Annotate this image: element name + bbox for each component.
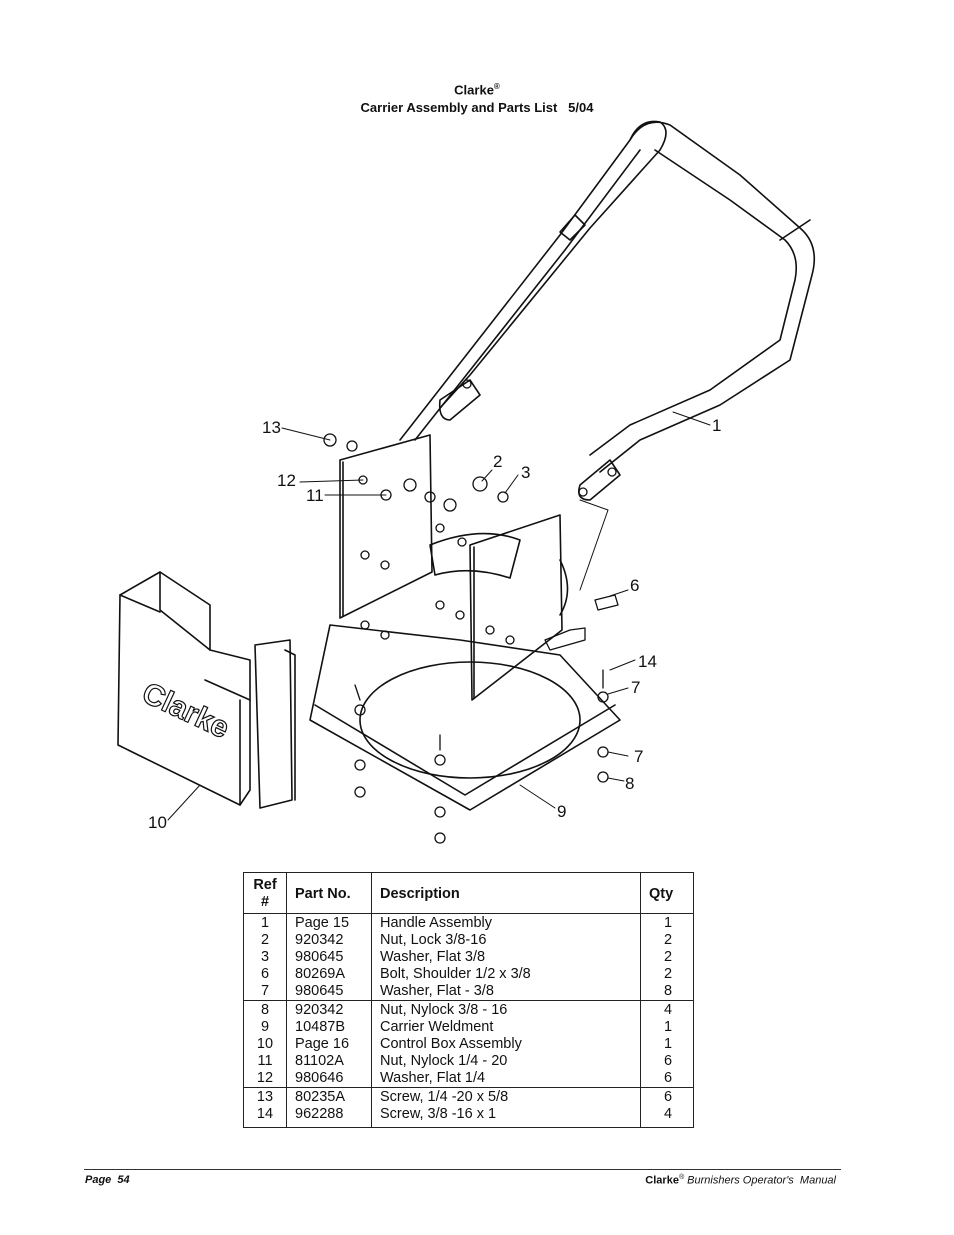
handle-assembly: [399, 120, 816, 501]
callout-6: 6: [630, 576, 640, 595]
callout-9: 9: [557, 802, 567, 821]
cell-ref: 6: [243, 966, 287, 983]
cell-qty: 2: [640, 966, 694, 983]
cell-ref: 10: [243, 1036, 287, 1053]
cell-qty: 4: [640, 1106, 694, 1128]
callout-3: 3: [521, 463, 531, 482]
page-title: Carrier Assembly and Parts List 5/04: [360, 100, 594, 116]
cell-description: Nut, Lock 3/8-16: [371, 932, 641, 949]
cell-ref: 7: [243, 983, 287, 1001]
left-side-plate: [339, 434, 433, 619]
right-side-plate: [469, 514, 563, 701]
col-header-desc: Description: [371, 872, 641, 914]
manual-title: Clarke® Burnishers Operator's Manual: [645, 1174, 836, 1187]
cell-qty: 4: [640, 1000, 694, 1019]
cell-description: Screw, 1/4 -20 x 5/8: [371, 1087, 641, 1106]
callout-11: 11: [306, 486, 324, 505]
cell-qty: 1: [640, 1036, 694, 1053]
cell-part-no: Page 15: [286, 913, 372, 932]
cell-part-no: 980645: [286, 949, 372, 966]
cell-description: Washer, Flat 3/8: [371, 949, 641, 966]
table-header-row: Ref # Part No. Description Qty: [243, 872, 694, 914]
page-header: Clarke® Carrier Assembly and Parts List …: [0, 78, 954, 117]
page-number: Page 54: [85, 1174, 130, 1186]
carrier-assembly-diagram: Clarke: [117, 120, 816, 844]
callout-12: 12: [277, 471, 296, 490]
carrier-weldment: [309, 532, 621, 811]
callout-7-upper: 7: [631, 678, 641, 697]
col-header-part: Part No.: [286, 872, 372, 914]
cell-description: Carrier Weldment: [371, 1019, 641, 1036]
col-header-ref: Ref #: [243, 872, 287, 914]
cell-ref: 11: [243, 1053, 287, 1070]
cell-description: Washer, Flat 1/4: [371, 1070, 641, 1088]
cell-part-no: 980645: [286, 983, 372, 1001]
cell-part-no: 81102A: [286, 1053, 372, 1070]
cell-ref: 1: [243, 913, 287, 932]
cell-qty: 8: [640, 983, 694, 1001]
callout-1: 1: [712, 416, 722, 435]
cell-ref: 12: [243, 1070, 287, 1088]
callout-8: 8: [625, 774, 635, 793]
fasteners: [323, 379, 619, 844]
cell-qty: 2: [640, 932, 694, 949]
callout-7-lower: 7: [634, 747, 644, 766]
cell-description: Screw, 3/8 -16 x 1: [371, 1106, 641, 1128]
header-brand: Clarke®: [454, 82, 500, 98]
cell-ref: 8: [243, 1000, 287, 1019]
cell-qty: 2: [640, 949, 694, 966]
cell-description: Nut, Nylock 3/8 - 16: [371, 1000, 641, 1019]
cell-qty: 1: [640, 913, 694, 932]
cell-ref: 2: [243, 932, 287, 949]
cell-part-no: 80269A: [286, 966, 372, 983]
footer-rule: [84, 1169, 841, 1170]
cell-qty: 6: [640, 1087, 694, 1106]
mounting-bracket: [254, 639, 296, 809]
cell-description: Bolt, Shoulder 1/2 x 3/8: [371, 966, 641, 983]
col-header-qty: Qty: [640, 872, 694, 914]
cell-part-no: 962288: [286, 1106, 372, 1128]
cell-description: Washer, Flat - 3/8: [371, 983, 641, 1001]
cell-part-no: 920342: [286, 1000, 372, 1019]
cell-ref: 13: [243, 1087, 287, 1106]
cell-ref: 9: [243, 1019, 287, 1036]
cell-description: Handle Assembly: [371, 913, 641, 932]
cell-qty: 6: [640, 1070, 694, 1088]
callout-10: 10: [148, 813, 167, 832]
cell-ref: 3: [243, 949, 287, 966]
cell-description: Nut, Nylock 1/4 - 20: [371, 1053, 641, 1070]
control-box: [117, 571, 251, 806]
callout-14: 14: [638, 652, 657, 671]
cell-description: Control Box Assembly: [371, 1036, 641, 1053]
cell-part-no: 80235A: [286, 1087, 372, 1106]
cell-qty: 1: [640, 1019, 694, 1036]
cell-part-no: 920342: [286, 932, 372, 949]
cell-part-no: Page 16: [286, 1036, 372, 1053]
leader-lines: [167, 411, 711, 821]
cell-ref: 14: [243, 1106, 287, 1128]
callout-2: 2: [493, 452, 503, 471]
cell-qty: 6: [640, 1053, 694, 1070]
cell-part-no: 10487B: [286, 1019, 372, 1036]
cell-part-no: 980646: [286, 1070, 372, 1088]
callout-13: 13: [262, 418, 281, 437]
